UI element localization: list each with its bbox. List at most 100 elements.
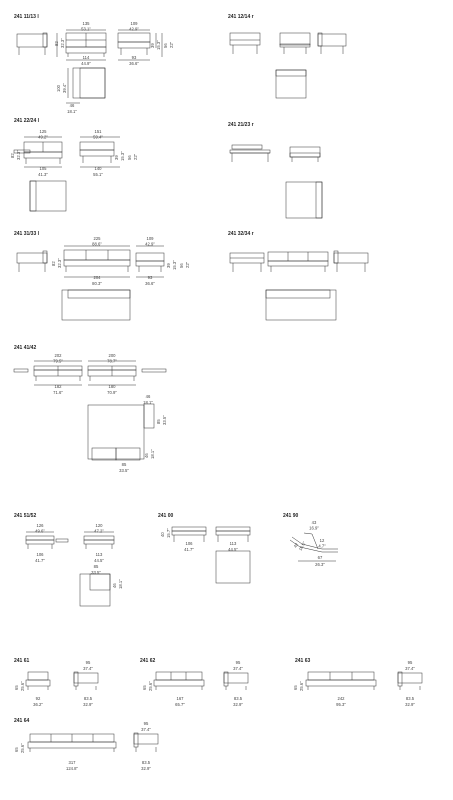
dim-46: 46	[70, 103, 75, 108]
dim-49-6: 49.6"	[35, 529, 45, 534]
dim-15-3-c: 15.3"	[172, 260, 177, 270]
model-code-241-21-23: 241 21/23 r	[228, 122, 254, 128]
dimension-labels: 135 53.1" 109 42.9" 114 44.9" 93 36.6" 8…	[10, 21, 415, 771]
dim-100: 100	[56, 84, 61, 92]
drawing-241-63	[305, 671, 423, 690]
dim-126: 126	[37, 523, 45, 528]
dim-83-5-b: 83.5	[234, 696, 243, 701]
dim-47-2: 47.2"	[94, 529, 104, 534]
dim-41-3: 41.3"	[38, 172, 48, 177]
dim-39-b: 39	[114, 155, 119, 160]
dim-32-3-c: 32.3"	[57, 258, 62, 268]
dim-65-7: 65.7"	[175, 702, 185, 707]
dim-83-5-c: 83.5	[406, 696, 415, 701]
model-code-241-22-24: 241 22/24 l	[14, 118, 40, 124]
dim-15-3: 15.3"	[156, 40, 161, 50]
drawing-241-64	[27, 732, 159, 752]
dim-41-7-b: 41.7"	[184, 547, 194, 552]
drawing-241-31-33	[16, 245, 165, 321]
dim-16-9: 16.9"	[309, 526, 319, 531]
drawing-241-11-13	[16, 29, 163, 104]
model-code-241-12-14: 241 12/14 r	[228, 14, 254, 20]
dim-39: 39	[150, 43, 155, 48]
dim-37-4-b: 37.4"	[233, 666, 243, 671]
drawing-241-00	[171, 526, 251, 584]
drawing-241-62	[153, 671, 249, 690]
dim-83-5-d: 83.5	[142, 760, 151, 765]
dim-106-b: 106	[186, 541, 194, 546]
dim-95: 95	[86, 660, 91, 665]
model-code-241-51-52: 241 51/52	[14, 513, 37, 519]
model-code-241-41-42: 241 41/42	[14, 345, 37, 351]
dim-42-9: 42.9"	[129, 27, 139, 32]
dim-25-6-c: 25.6"	[299, 681, 304, 691]
dim-125: 125	[40, 129, 48, 134]
dim-124-8: 124.8"	[66, 766, 78, 771]
dim-39-4: 39.4"	[62, 83, 67, 93]
dim-59-4: 59.4"	[93, 135, 103, 140]
dim-85-b: 85	[122, 462, 127, 467]
dim-4-7: 4.7"	[318, 544, 326, 549]
drawing-241-61	[25, 671, 99, 690]
dim-56: 56	[163, 43, 168, 48]
dim-44-9: 44.9"	[81, 61, 91, 66]
dim-105: 105	[40, 166, 48, 171]
dim-65: 65	[14, 685, 19, 690]
drawing-241-12-14	[229, 32, 347, 99]
dim-242: 242	[338, 696, 346, 701]
dim-95-3: 95.3"	[336, 702, 346, 707]
dim-36-6-b: 36.6"	[145, 281, 155, 286]
dim-113: 113	[96, 552, 103, 557]
dim-167: 167	[177, 696, 185, 701]
dim-32-9-b: 32.9"	[233, 702, 243, 707]
dim-109: 109	[131, 21, 139, 26]
dim-32-3-b: 32.3"	[16, 150, 21, 160]
dim-317: 317	[69, 760, 77, 765]
dim-44-5: 44.5"	[94, 558, 104, 563]
dim-46-b: 46	[146, 394, 151, 399]
dim-18-1-b: 18.1"	[143, 400, 153, 405]
dim-22: 22"	[169, 41, 174, 48]
dim-85-c: 85	[94, 564, 99, 569]
dim-65-c: 65	[293, 685, 298, 690]
dim-106: 106	[37, 552, 45, 557]
drawing-241-21-23	[229, 144, 323, 219]
model-code-241-11-13: 241 11/13 l	[14, 14, 39, 20]
model-code-241-90: 241 90	[283, 513, 299, 519]
dim-18-1-c: 18.1"	[150, 449, 155, 459]
dim-37-4-c: 37.4"	[405, 666, 415, 671]
dim-18-1-d: 18.1"	[118, 579, 123, 589]
dim-44-5-b: 44.5"	[228, 547, 238, 552]
dim-56-b: 56	[127, 155, 132, 160]
dim-93-b: 93	[148, 275, 153, 280]
dim-56-c: 56	[179, 263, 184, 268]
dim-82: 82	[54, 41, 59, 46]
drawing-241-41-42	[13, 360, 167, 461]
dim-200: 200	[109, 353, 117, 358]
dim-42-9-b: 42.9"	[145, 242, 155, 247]
dim-16-5: 16.5"	[298, 540, 307, 551]
dim-33-5-b: 33.5"	[119, 468, 129, 473]
dim-95-d: 95	[144, 721, 149, 726]
dim-33-5-c: 33.5"	[91, 570, 101, 575]
dim-71-6: 71.6"	[53, 390, 63, 395]
dim-36-2: 36.2"	[33, 702, 43, 707]
dim-120: 120	[96, 523, 104, 528]
dim-42: 42	[293, 541, 300, 548]
dim-202: 202	[55, 353, 63, 358]
dim-25-6: 25.6"	[20, 681, 25, 691]
dim-92: 92	[36, 696, 41, 701]
dim-88-6: 88.6"	[92, 242, 102, 247]
dim-32-9-c: 32.9"	[405, 702, 415, 707]
drawing-241-51-52	[25, 531, 115, 607]
dim-33-5: 33.5"	[162, 415, 167, 425]
dim-78-7: 78.7"	[107, 359, 117, 364]
model-code-241-00: 241 00	[158, 513, 174, 519]
model-code-241-62: 241 62	[140, 658, 156, 664]
dim-37-4-d: 37.4"	[141, 727, 151, 732]
dim-46-d: 46	[112, 583, 117, 588]
dim-80-3: 80.3"	[92, 281, 102, 286]
drawing-241-90	[289, 532, 338, 562]
dim-32-9-d: 32.9"	[141, 766, 151, 771]
drawing-241-32-34	[229, 250, 369, 321]
